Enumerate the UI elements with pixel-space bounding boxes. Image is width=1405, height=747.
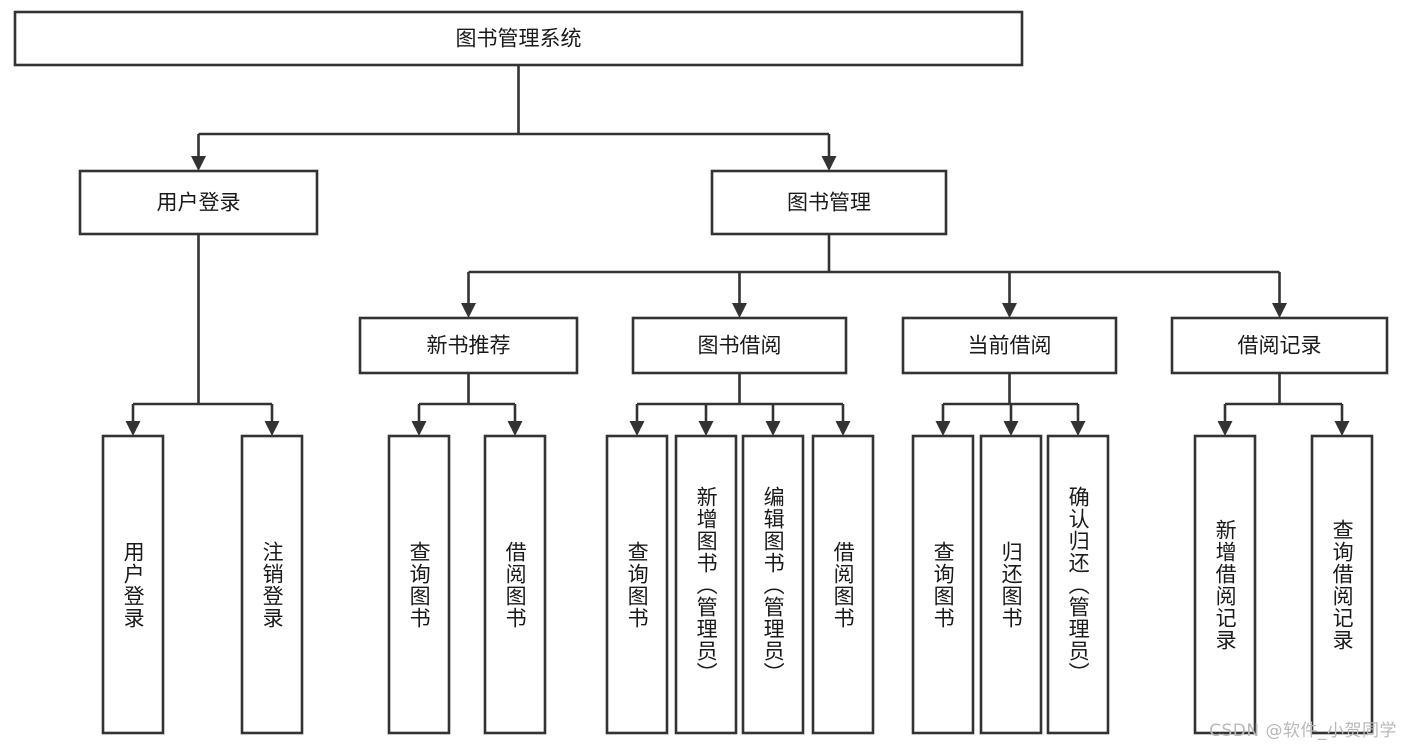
arrow-head-icon <box>1003 421 1019 436</box>
node-leaf-box-9[interactable] <box>979 434 1043 735</box>
arrow-head-icon <box>835 421 851 436</box>
arrow-head-icon <box>1334 421 1350 436</box>
arrow-head-icon <box>732 303 747 318</box>
arrow-head-icon <box>411 421 427 436</box>
node-level3-label-2: 当前借阅 <box>968 334 1052 358</box>
node-leaf-box-4[interactable] <box>605 434 669 735</box>
node-leaf-box-6[interactable] <box>741 434 805 735</box>
arrow-head-icon <box>821 156 837 171</box>
node-leaf-box-8[interactable] <box>911 434 975 735</box>
node-level3-box-2[interactable] <box>901 316 1118 375</box>
csdn-watermark: CSDN @软件_小贺同学 <box>1209 721 1397 741</box>
node-root-label: 图书管理系统 <box>456 27 582 51</box>
arrow-head-icon <box>191 156 206 171</box>
node-level3-box-0[interactable] <box>358 316 579 375</box>
node-root-box[interactable] <box>13 10 1024 67</box>
node-level3-label-1: 图书借阅 <box>698 334 782 358</box>
arrow-head-icon <box>1070 421 1086 436</box>
node-leaf-box-0[interactable] <box>101 434 165 735</box>
arrow-head-icon <box>461 303 476 318</box>
node-leaf-box-3[interactable] <box>483 434 547 735</box>
node-level3-label-0: 新书推荐 <box>427 334 511 358</box>
node-level2-label-1: 图书管理 <box>787 191 871 215</box>
node-leaf-box-5[interactable] <box>674 434 738 735</box>
arrow-head-icon <box>1217 421 1233 436</box>
arrow-head-icon <box>935 421 951 436</box>
node-level3-box-1[interactable] <box>631 316 848 375</box>
node-leaf-box-1[interactable] <box>240 434 304 735</box>
arrow-head-icon <box>765 421 781 436</box>
arrow-head-icon <box>507 421 523 436</box>
arrow-head-icon <box>698 421 714 436</box>
connectors-layer <box>125 65 1350 436</box>
arrow-head-icon <box>264 421 280 436</box>
node-leaf-box-12[interactable] <box>1310 434 1374 735</box>
arrow-head-icon <box>629 421 645 436</box>
node-boxes-layer <box>13 10 1389 735</box>
node-leaf-box-11[interactable] <box>1193 434 1257 735</box>
node-level2-box-0[interactable] <box>78 169 319 236</box>
node-level2-box-1[interactable] <box>710 169 948 236</box>
node-level3-label-3: 借阅记录 <box>1238 334 1322 358</box>
arrow-head-icon <box>125 421 141 436</box>
node-level3-box-3[interactable] <box>1170 316 1389 375</box>
arrow-head-icon <box>1272 303 1287 318</box>
node-leaf-box-7[interactable] <box>811 434 875 735</box>
arrow-head-icon <box>1002 303 1017 318</box>
node-leaf-box-10[interactable] <box>1046 434 1110 735</box>
node-leaf-box-2[interactable] <box>387 434 451 735</box>
node-level2-label-0: 用户登录 <box>157 191 241 215</box>
